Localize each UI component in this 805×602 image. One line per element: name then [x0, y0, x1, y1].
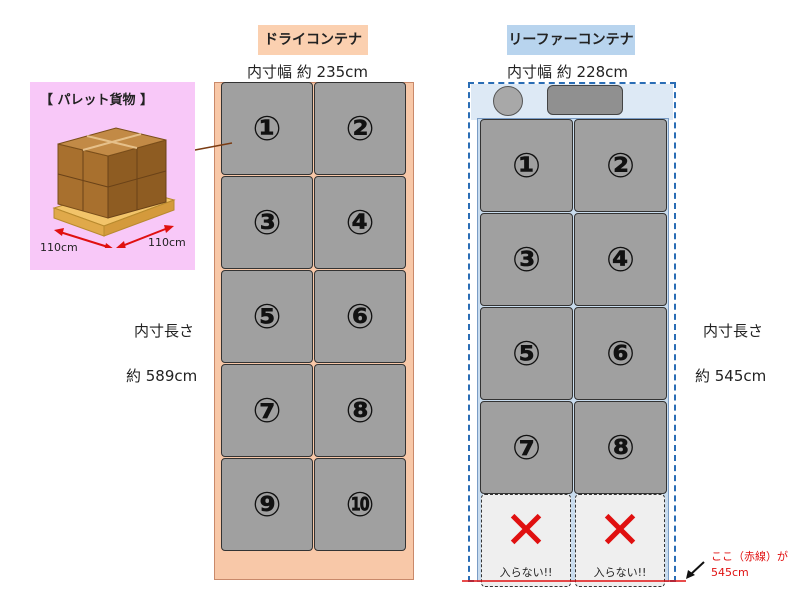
pointer-arrow-shaft	[689, 561, 705, 576]
nofit-label: 入らない!!	[593, 566, 647, 579]
pallet-cargo-illustration	[52, 127, 176, 248]
dry-length-value: 約 589cm	[126, 367, 198, 385]
dry-length-label: 内寸長さ	[134, 322, 195, 340]
dry-width-label: 内寸幅 約 235cm	[247, 63, 369, 81]
pallet-dimension-left: 110cm	[40, 241, 78, 254]
reefer-pallet-7: ⑦	[480, 401, 573, 494]
dry-pallet-8: ⑧	[314, 364, 406, 457]
reefer-pallet-8: ⑧	[574, 401, 667, 494]
dry-pallet-5: ⑤	[221, 270, 313, 363]
reefer-length-value: 約 545cm	[695, 367, 767, 385]
reefer-width-label: 内寸幅 約 228cm	[507, 63, 629, 81]
reefer-container-title: リーファーコンテナ	[507, 25, 635, 55]
dry-pallet-10: ⑩	[314, 458, 406, 551]
nofit-slot-right: ✕ 入らない!!	[575, 494, 665, 587]
reefer-pallet-4: ④	[574, 213, 667, 306]
cross-icon: ✕	[598, 501, 642, 561]
nofit-label: 入らない!!	[499, 566, 553, 579]
dry-pallet-6: ⑥	[314, 270, 406, 363]
reefer-pallet-6: ⑥	[574, 307, 667, 400]
dry-pallet-2: ②	[314, 82, 406, 175]
dry-pallet-3: ③	[221, 176, 313, 269]
dry-container-title: ドライコンテナ	[258, 25, 368, 55]
dry-pallet-9: ⑨	[221, 458, 313, 551]
reefer-pallet-3: ③	[480, 213, 573, 306]
reefer-unit-icon	[547, 85, 623, 115]
reefer-pallet-2: ②	[574, 119, 667, 212]
limit-note-line1: ここ（赤線）が	[711, 550, 788, 563]
reefer-pallet-5: ⑤	[480, 307, 573, 400]
reefer-pallet-1: ①	[480, 119, 573, 212]
nofit-slot-left: ✕ 入らない!!	[481, 494, 571, 587]
reefer-fan-icon	[493, 86, 523, 116]
reefer-length-label: 内寸長さ	[703, 322, 764, 340]
limit-note-line2: 545cm	[711, 566, 749, 579]
pointer-arrow-head	[686, 570, 695, 579]
dry-pallet-1: ①	[221, 82, 313, 175]
cross-icon: ✕	[504, 501, 548, 561]
pallet-cargo-title: 【 パレット貨物 】	[40, 93, 154, 108]
dry-pallet-4: ④	[314, 176, 406, 269]
pallet-dimension-right: 110cm	[148, 236, 186, 249]
dry-pallet-7: ⑦	[221, 364, 313, 457]
